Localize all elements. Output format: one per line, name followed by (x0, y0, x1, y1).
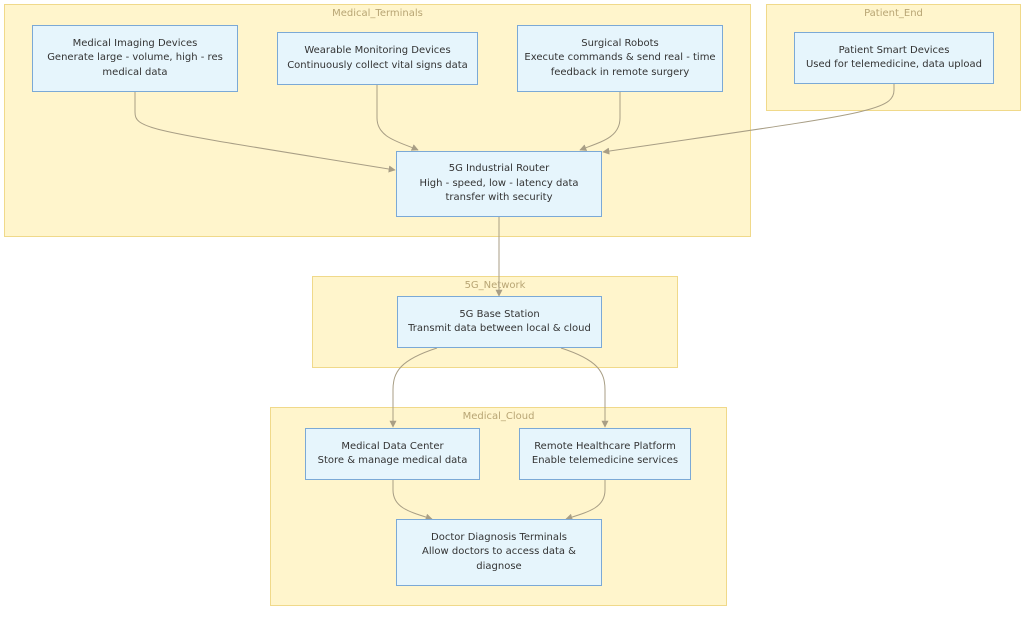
node-doctor-diagnosis-terminals[interactable]: Doctor Diagnosis Terminals Allow doctors… (396, 519, 602, 586)
node-title: Wearable Monitoring Devices (304, 45, 451, 56)
node-description: Store & manage medical data (317, 455, 468, 466)
node-title: Doctor Diagnosis Terminals (431, 531, 567, 543)
node-5g-base-station[interactable]: 5G Base Station Transmit data between lo… (397, 296, 602, 348)
node-description: Generate large - volume, high - res medi… (47, 52, 223, 78)
node-5g-industrial-router[interactable]: 5G Industrial Router High - speed, low -… (396, 151, 602, 217)
cluster-medical-terminals-label: Medical_Terminals (332, 8, 423, 19)
node-surgical-robots[interactable]: Surgical Robots Execute commands & send … (517, 25, 723, 92)
node-medical-imaging-devices[interactable]: Medical Imaging Devices Generate large -… (32, 25, 238, 92)
cluster-5g-network-label: 5G_Network (464, 280, 526, 291)
node-description: High - speed, low - latency data transfe… (419, 177, 579, 204)
node-title: Medical Imaging Devices (72, 37, 198, 49)
node-description: Transmit data between local & cloud (408, 323, 591, 334)
cluster-patient-end-label: Patient_End (864, 8, 923, 19)
node-description: Continuously collect vital signs data (287, 59, 468, 71)
node-medical-data-center[interactable]: Medical Data Center Store & manage medic… (305, 428, 480, 480)
node-title: Patient Smart Devices (838, 44, 950, 56)
node-patient-smart-devices[interactable]: Patient Smart Devices Used for telemedic… (794, 32, 994, 84)
node-description: Allow doctors to access data & diagnose (422, 546, 576, 572)
node-wearable-monitoring-devices[interactable]: Wearable Monitoring Devices Continuously… (277, 32, 478, 85)
cluster-medical-cloud-label: Medical_Cloud (462, 411, 535, 422)
node-title: Medical Data Center (341, 440, 444, 452)
node-title: 5G Base Station (459, 308, 540, 320)
node-description: Enable telemedicine services (531, 455, 679, 466)
node-title: Surgical Robots (581, 37, 659, 49)
node-title: 5G Industrial Router (448, 163, 550, 175)
node-title: Remote Healthcare Platform (534, 440, 676, 452)
node-description: Used for telemedicine, data upload (805, 59, 983, 70)
node-remote-healthcare-platform[interactable]: Remote Healthcare Platform Enable teleme… (519, 428, 691, 480)
node-description: Execute commands & send real - time feed… (524, 52, 716, 78)
